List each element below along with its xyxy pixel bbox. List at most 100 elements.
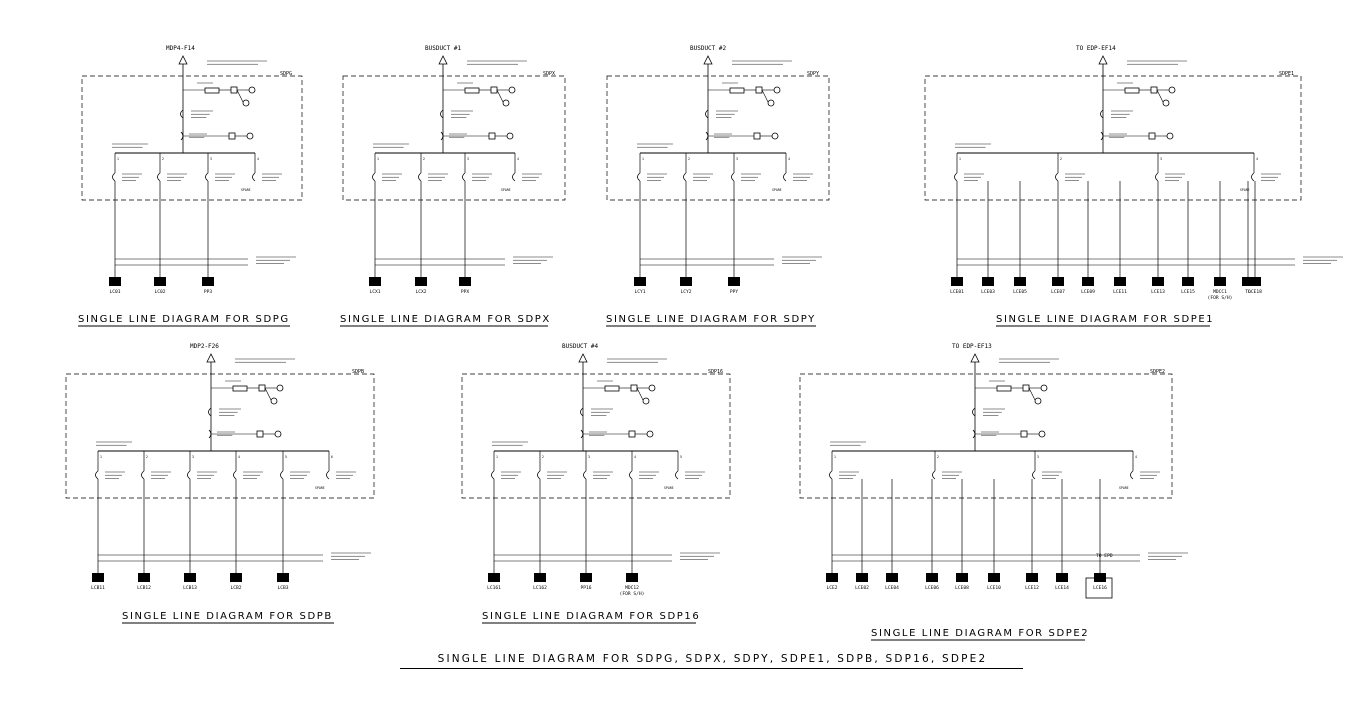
feeder-number: 1 — [496, 455, 498, 459]
feeder-number: 2 — [1060, 157, 1062, 161]
load-label: LCX2 — [415, 289, 426, 295]
breaker-icon — [157, 172, 161, 182]
breaker-icon — [112, 172, 116, 182]
load-note: (FOR S/H) — [620, 591, 645, 597]
breaker-icon — [233, 470, 237, 480]
load-label: LC02 — [154, 289, 165, 295]
breaker-icon — [675, 470, 679, 480]
breaker-icon — [537, 470, 541, 480]
load-label: LCB11 — [91, 585, 105, 591]
breaker-icon — [954, 172, 958, 182]
breaker-icon — [829, 470, 833, 480]
load-block-icon — [230, 573, 242, 582]
feeder-number: 5 — [680, 455, 682, 459]
spare-label: SPARE — [241, 188, 251, 192]
wire — [1028, 387, 1036, 401]
feeder-number: 1 — [834, 455, 836, 459]
load-label: LCE03 — [981, 289, 995, 295]
panel-boundary — [461, 373, 731, 499]
sheet-title-underline — [400, 668, 1023, 669]
diagram-title: SINGLE LINE DIAGRAM FOR SDPY — [606, 314, 816, 325]
ats-box — [1085, 577, 1113, 599]
feeder-number: 3 — [1037, 455, 1039, 459]
breaker-icon — [932, 470, 936, 480]
load-block-icon — [459, 277, 471, 286]
panel-tag: SDPE1 — [1279, 71, 1294, 77]
load-block-icon — [680, 277, 692, 286]
breaker-icon — [180, 109, 184, 119]
source-label: BUSDUCT #4 — [562, 343, 599, 350]
load-label: LCE2 — [826, 585, 837, 591]
feeder-number: 2 — [423, 157, 425, 161]
breaker-icon — [783, 172, 787, 182]
load-label: LCE12 — [1025, 585, 1039, 591]
meter-circle-icon — [508, 86, 516, 94]
breaker-icon — [1130, 470, 1134, 480]
diagram-title: SINGLE LINE DIAGRAM FOR SDPB — [122, 611, 333, 622]
feeder-number: 2 — [146, 455, 148, 459]
breaker-icon — [141, 470, 145, 480]
feeder-number: 1 — [117, 157, 119, 161]
panel-boundary — [81, 75, 303, 201]
load-label: LCE08 — [955, 585, 969, 591]
panel-boundary — [799, 373, 1173, 499]
source-label: TO EDP-EF14 — [1076, 45, 1116, 52]
meter-circle-icon — [646, 430, 654, 438]
load-block-icon — [184, 573, 196, 582]
load-label: LCE07 — [1051, 289, 1065, 295]
load-block-icon — [926, 573, 938, 582]
breaker-icon — [683, 172, 687, 182]
meter-circle-icon — [1168, 86, 1176, 94]
load-block-icon — [92, 573, 104, 582]
sheet-title: SINGLE LINE DIAGRAM FOR SDPG, SDPX, SDPY… — [437, 653, 988, 665]
wire — [761, 89, 769, 103]
meter-icon — [729, 87, 745, 94]
breaker-icon — [972, 407, 976, 417]
ct-icon — [1022, 384, 1030, 392]
load-block-icon — [728, 277, 740, 286]
meter-circle-icon — [246, 132, 254, 140]
panel-tag: SDPB — [352, 369, 364, 375]
feeder-number: 4 — [1135, 455, 1137, 459]
breaker-icon — [1100, 109, 1104, 119]
meter-circle-icon — [648, 384, 656, 392]
load-block-icon — [886, 573, 898, 582]
meter-circle-icon — [767, 99, 775, 107]
to-label: TO EPD — [1096, 553, 1113, 559]
source-label: BUSDUCT #1 — [425, 45, 462, 52]
load-label: PP16 — [580, 585, 591, 591]
load-label: LCB3 — [277, 585, 288, 591]
panel-boundary — [606, 75, 830, 201]
spare-label: SPARE — [772, 188, 782, 192]
spare-label: SPARE — [664, 486, 674, 490]
ct-icon — [1148, 132, 1156, 140]
load-label: LCE09 — [1081, 289, 1095, 295]
load-label: LCB12 — [137, 585, 151, 591]
load-label: LCX1 — [369, 289, 380, 295]
breaker-icon — [1251, 172, 1255, 182]
meter-circle-icon — [773, 86, 781, 94]
load-block-icon — [1094, 573, 1106, 582]
load-label: LCE02 — [855, 585, 869, 591]
breaker-icon — [629, 470, 633, 480]
breaker-icon — [705, 109, 709, 119]
breaker-icon — [252, 172, 256, 182]
load-block-icon — [202, 277, 214, 286]
load-note: (FOR S/H) — [1208, 295, 1233, 301]
load-block-icon — [1052, 277, 1064, 286]
feeder-number: 3 — [210, 157, 212, 161]
load-label: LCE13 — [1151, 289, 1165, 295]
ct-icon — [630, 384, 638, 392]
load-block-icon — [1026, 573, 1038, 582]
wire — [636, 387, 644, 401]
meter-icon — [232, 385, 248, 392]
breaker-icon — [637, 172, 641, 182]
load-label: MDCC1 — [1213, 289, 1227, 295]
meter-circle-icon — [276, 384, 284, 392]
load-block-icon — [534, 573, 546, 582]
diagram-title: SINGLE LINE DIAGRAM FOR SDPE1 — [996, 314, 1214, 325]
load-block-icon — [634, 277, 646, 286]
feeder-number: 2 — [688, 157, 690, 161]
